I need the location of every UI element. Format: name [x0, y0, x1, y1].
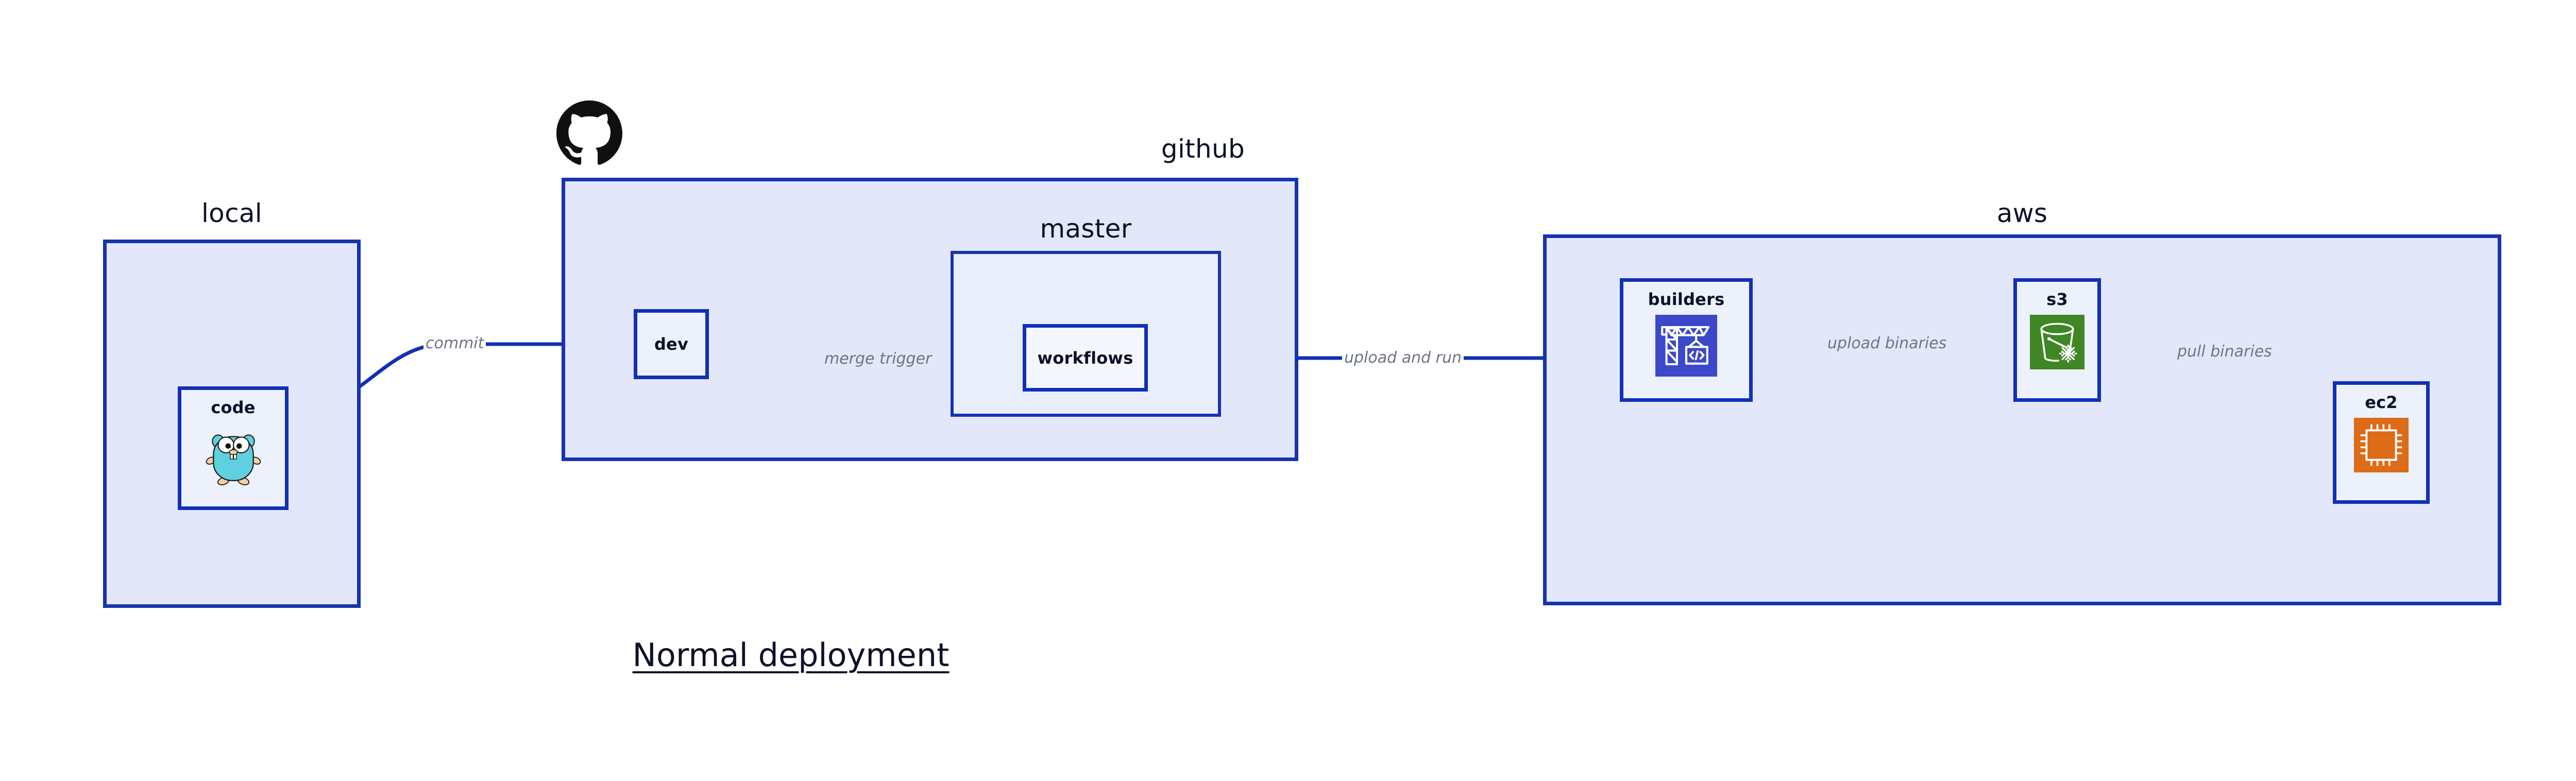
- aws-s3-bucket-icon: [2030, 315, 2084, 369]
- edge-label-pull-binaries: pull binaries: [2175, 344, 2274, 360]
- github-octocat-logo: [556, 100, 622, 166]
- node-builders[interactable]: builders: [1620, 278, 1753, 402]
- group-label-github: github: [1161, 134, 1245, 164]
- aws-ec2-chip-icon: [2354, 418, 2409, 472]
- node-label-code: code: [211, 398, 256, 417]
- node-label-workflows: workflows: [1037, 348, 1133, 368]
- edge-label-upload-and-run: upload and run: [1342, 350, 1464, 366]
- node-label-dev: dev: [654, 334, 689, 354]
- edge-label-commit: commit: [423, 336, 486, 351]
- node-workflows[interactable]: workflows: [1023, 324, 1148, 392]
- node-label-s3: s3: [2046, 290, 2068, 309]
- node-dev[interactable]: dev: [634, 309, 709, 379]
- group-label-master: master: [1040, 214, 1132, 244]
- aws-codebuild-icon: [1655, 315, 1717, 377]
- page-title: Normal deployment: [632, 636, 950, 674]
- go-gopher-icon: [202, 423, 265, 486]
- node-label-ec2: ec2: [2365, 393, 2398, 412]
- edge-label-merge-trigger: merge trigger: [822, 351, 934, 367]
- node-s3[interactable]: s3: [2013, 278, 2101, 402]
- node-code[interactable]: code: [178, 386, 289, 510]
- group-label-aws: aws: [1996, 198, 2048, 228]
- edge-label-upload-binaries: upload binaries: [1825, 336, 1949, 351]
- group-label-local: local: [201, 198, 262, 228]
- node-ec2[interactable]: ec2: [2333, 381, 2430, 504]
- node-label-builders: builders: [1648, 290, 1725, 309]
